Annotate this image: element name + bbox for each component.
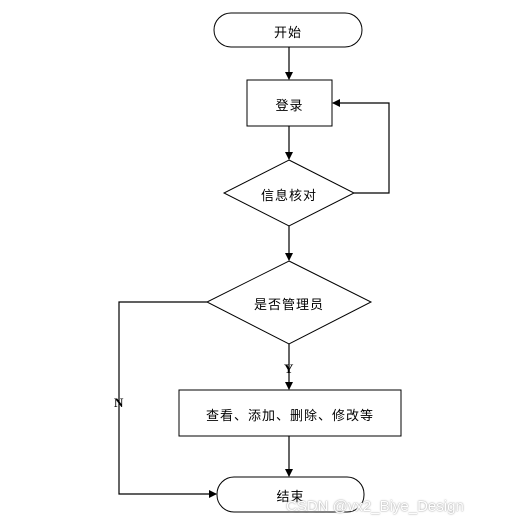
start-node-label: 开始 — [273, 26, 302, 41]
actions-node-label: 查看、添加、删除、修改等 — [205, 409, 374, 424]
end-node-shape — [216, 476, 365, 513]
edge-is-admin-no — [118, 301, 217, 498]
login-node-label: 登录 — [275, 99, 304, 114]
watermark-text: CSDN @vx2_Biye_Design — [286, 498, 464, 515]
no-edge-label: N — [114, 395, 124, 410]
yes-edge-label: Y — [284, 361, 294, 376]
is-admin-node-label: 是否管理员 — [253, 298, 324, 313]
end-node-label: 结束 — [276, 490, 305, 505]
edge-verify-fail-loop — [332, 99, 390, 194]
verify-node-label: 信息核对 — [260, 189, 317, 204]
start-node-shape — [213, 12, 363, 48]
actions-node-shape — [178, 389, 402, 437]
login-node-shape — [246, 79, 333, 127]
